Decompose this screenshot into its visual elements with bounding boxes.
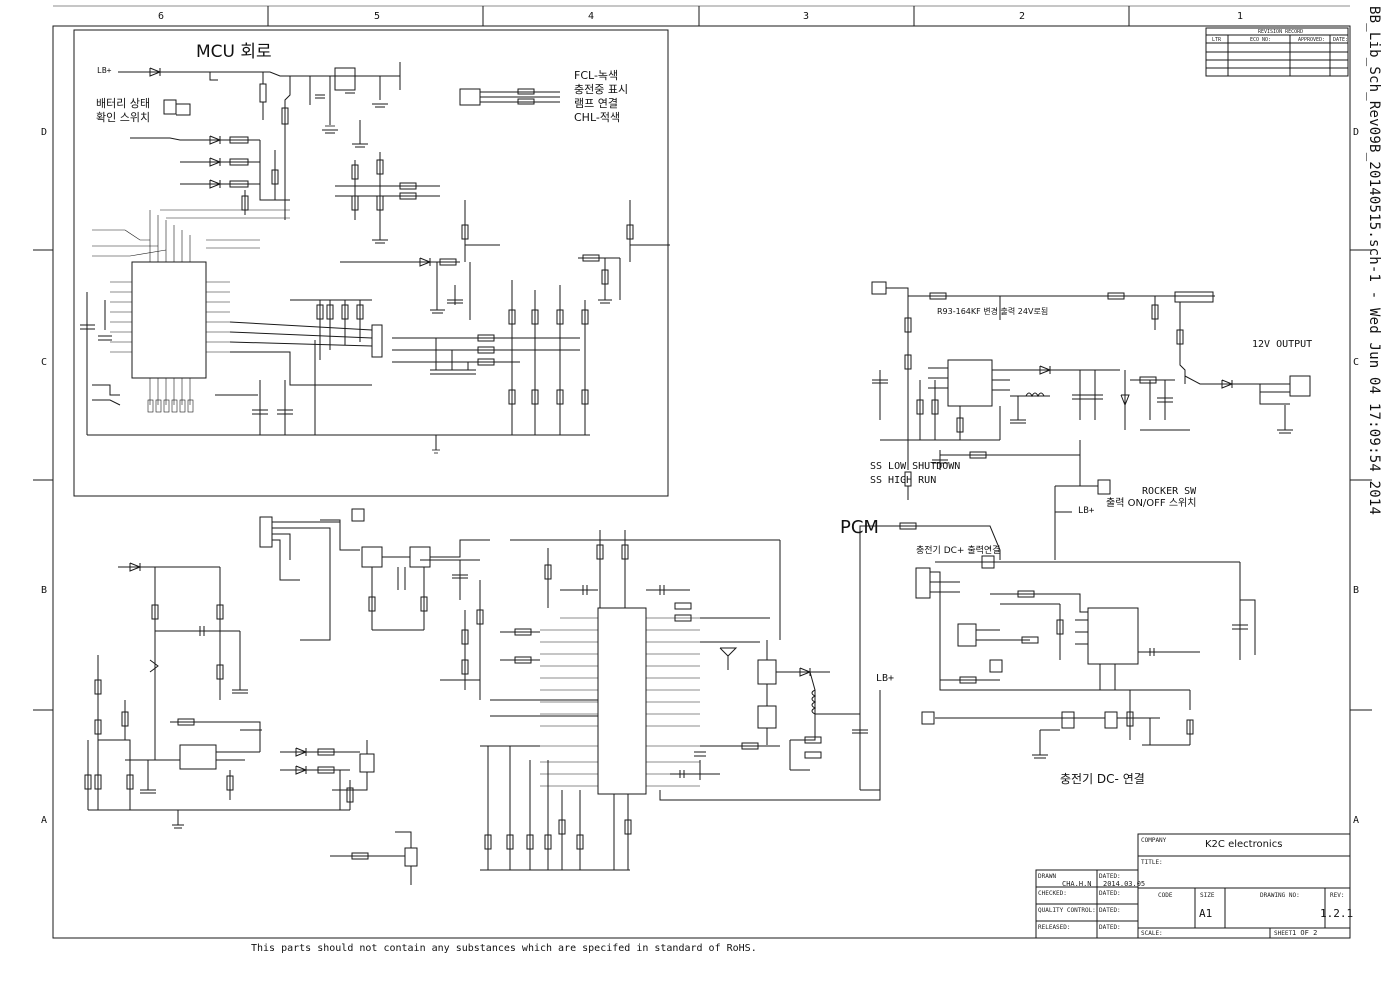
- col-label-6: 6: [158, 11, 165, 22]
- tb-title-label: TITLE:: [1141, 859, 1163, 866]
- mcu-title: MCU 회로: [196, 42, 272, 62]
- converter-ic: [947, 359, 993, 407]
- mosfet-q2: [757, 705, 777, 729]
- tb-scale-label: SCALE:: [1141, 930, 1163, 937]
- row-label-d-left: D: [41, 127, 48, 138]
- lb-plus-right: LB+: [1078, 506, 1095, 516]
- sheet-file-title: BB_Lib_Sch_Rev09B_20140515.sch-1 - Wed J…: [1366, 6, 1382, 516]
- output-12v-label: 12V OUTPUT: [1252, 339, 1313, 350]
- revision-block: [1205, 27, 1349, 77]
- tb-sheet-value: 1 OF 2: [1292, 929, 1318, 937]
- row-label-a-left: A: [41, 815, 48, 826]
- tb-drawn-by: CHA.H.N: [1062, 880, 1092, 888]
- rev-col-ltr: LTR: [1212, 37, 1222, 43]
- tb-checked-dated-label: DATED:: [1099, 890, 1121, 897]
- row-label-b-left: B: [41, 585, 48, 596]
- tb-drawn-label: DRAWN: [1038, 873, 1057, 880]
- tb-rev-label: REV:: [1330, 892, 1345, 899]
- tb-company: K2C electronics: [1205, 839, 1283, 850]
- mosfet-q3: [361, 546, 383, 568]
- mcu-ic: [131, 261, 207, 379]
- mosfet-q4: [409, 546, 431, 568]
- battery-switch-label-1: 배터리 상태: [96, 97, 151, 110]
- charger-dc-plus-label: 충전기 DC+ 출력연결: [916, 546, 1001, 556]
- tb-released-label: RELEASED:: [1038, 924, 1071, 931]
- r93-note: R93-164KF 변경 출력 24V로됨: [937, 307, 1049, 316]
- tb-code-label: CODE: [1158, 892, 1173, 899]
- tb-sheet-label: SHEET: [1274, 930, 1293, 937]
- row-label-d-right: D: [1353, 127, 1360, 138]
- col-label-3: 3: [803, 11, 810, 22]
- row-label-a-right: A: [1353, 815, 1360, 826]
- pcm-label: PCM: [840, 517, 879, 538]
- rohs-footer-note: This parts should not contain any substa…: [251, 943, 757, 954]
- rev-col-approved: APPROVED:: [1298, 37, 1326, 43]
- mosfet-q5: [359, 753, 375, 773]
- comparator-ic: [179, 744, 217, 770]
- col-label-2: 2: [1019, 11, 1026, 22]
- row-label-c-right: C: [1353, 357, 1360, 368]
- 12v-output-connector: [1289, 375, 1311, 397]
- mcu-region-box: [73, 29, 669, 497]
- tb-dated-label: DATED:: [1099, 873, 1121, 880]
- fcl-label-4: CHL-적색: [574, 111, 621, 124]
- rev-header: REVISION RECORD: [1258, 29, 1304, 35]
- tb-quality-dated-label: DATED:: [1099, 907, 1121, 914]
- rocker-sw-desc: 출력 ON/OFF 스위치: [1106, 498, 1197, 509]
- tb-size: A1: [1199, 907, 1213, 920]
- protection-ic: [1087, 607, 1139, 665]
- tb-date: 2014.03.05: [1103, 880, 1146, 888]
- col-label-4: 4: [588, 11, 595, 22]
- rev-col-date: DATE:: [1333, 37, 1349, 43]
- sheet-border: [52, 25, 1351, 939]
- ss-low-label: SS LOW SHUTDOWN: [870, 461, 961, 472]
- row-label-b-right: B: [1353, 585, 1360, 596]
- tb-company-label: COMPANY: [1141, 837, 1167, 844]
- row-label-c-left: C: [41, 357, 48, 368]
- title-block: [1035, 833, 1351, 939]
- rocker-switch: [1097, 479, 1111, 495]
- tb-quality-label: QUALITY CONTROL:: [1038, 907, 1096, 914]
- tb-rev: 1.2.1: [1320, 907, 1354, 920]
- charger-dc-minus-label: 충전기 DC- 연결: [1060, 772, 1145, 786]
- ss-high-label: SS HIGH RUN: [870, 475, 937, 486]
- mosfet-q1: [757, 659, 777, 685]
- mosfet-q6: [404, 847, 418, 867]
- fcl-label-1: FCL-녹색: [574, 69, 619, 82]
- rev-col-eco: ECO NO:: [1250, 37, 1272, 43]
- tb-size-label: SIZE: [1200, 892, 1215, 899]
- tb-checked-label: CHECKED:: [1038, 890, 1067, 897]
- tb-released-dated-label: DATED:: [1099, 924, 1121, 931]
- charger-ic: [597, 607, 647, 795]
- battery-switch-label-2: 확인 스위치: [96, 111, 151, 124]
- lb-plus-mid: LB+: [876, 673, 895, 684]
- col-label-1: 1: [1237, 11, 1244, 22]
- charger-dc-minus-terminal: [921, 711, 935, 725]
- col-label-5: 5: [374, 11, 381, 22]
- fcl-label-3: 램프 연결: [574, 97, 618, 110]
- fcl-label-2: 충전중 표시: [574, 83, 629, 96]
- rocker-sw-label: ROCKER SW: [1142, 486, 1197, 497]
- lb-plus-top: LB+: [97, 66, 112, 75]
- tb-drawing-no-label: DRAWING NO:: [1260, 892, 1300, 899]
